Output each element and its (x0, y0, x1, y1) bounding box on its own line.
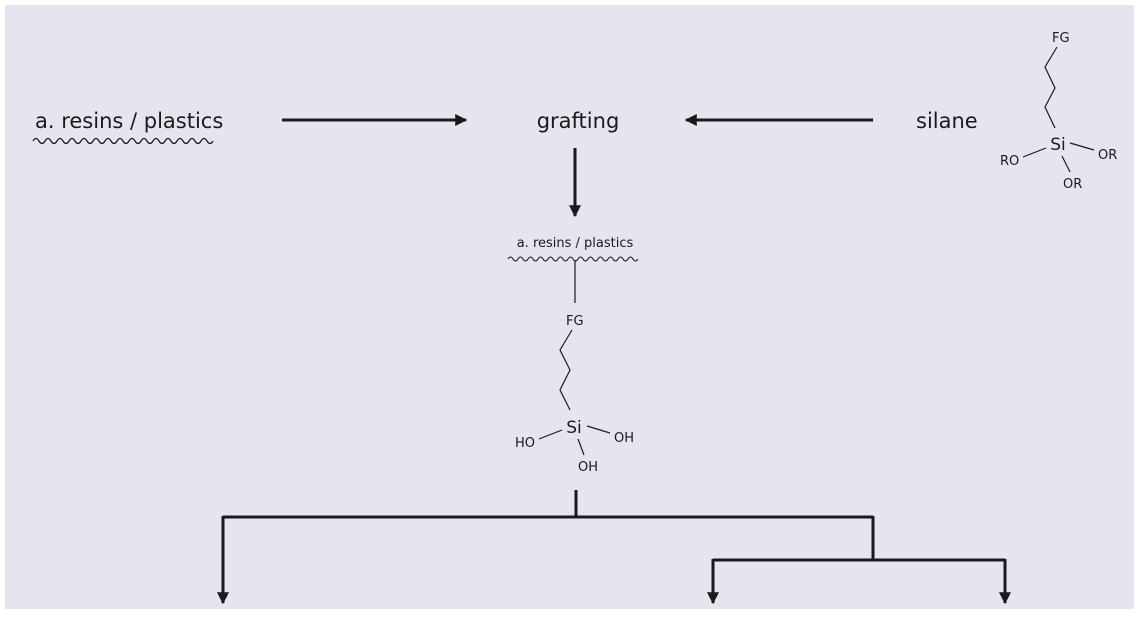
grafted-bond-right (586, 425, 611, 434)
silane-chain (1044, 46, 1058, 129)
silane-label: silane (916, 109, 978, 133)
silane-or-right-label: OR (1098, 148, 1117, 163)
silane-bond-bottom (1061, 155, 1071, 173)
grafted-fg-label: FG (566, 314, 584, 329)
grafted-oh-bottom-label: OH (578, 460, 598, 475)
silane-bond-left (1022, 147, 1047, 158)
grafted-bond-left (538, 429, 563, 440)
resin-label: a. resins / plastics (35, 109, 223, 133)
product-resin-label: a. resins / plastics (517, 236, 634, 251)
branch-connectors (217, 490, 1011, 605)
panel-background (5, 5, 1134, 609)
grafting-label: grafting (537, 109, 620, 133)
silane-bond-right (1069, 142, 1095, 151)
silane-fg-label: FG (1052, 31, 1070, 46)
grafted-chain (559, 329, 573, 411)
silane-si-label: Si (1050, 135, 1066, 155)
silane-ro-label: RO (1000, 154, 1019, 169)
product-resin-wavy-line (507, 256, 639, 262)
grafted-si-label: Si (566, 418, 582, 438)
grafted-molecule: FG Si HO OH OH (515, 314, 634, 475)
grafted-bond-bottom (577, 438, 585, 456)
grafted-ho-label: HO (515, 436, 535, 451)
resin-wavy-line (32, 137, 214, 145)
silane-or-bottom-label: OR (1063, 177, 1082, 192)
silane-molecule: FG Si RO OR OR (1000, 31, 1117, 192)
grafted-oh-right-label: OH (614, 431, 634, 446)
